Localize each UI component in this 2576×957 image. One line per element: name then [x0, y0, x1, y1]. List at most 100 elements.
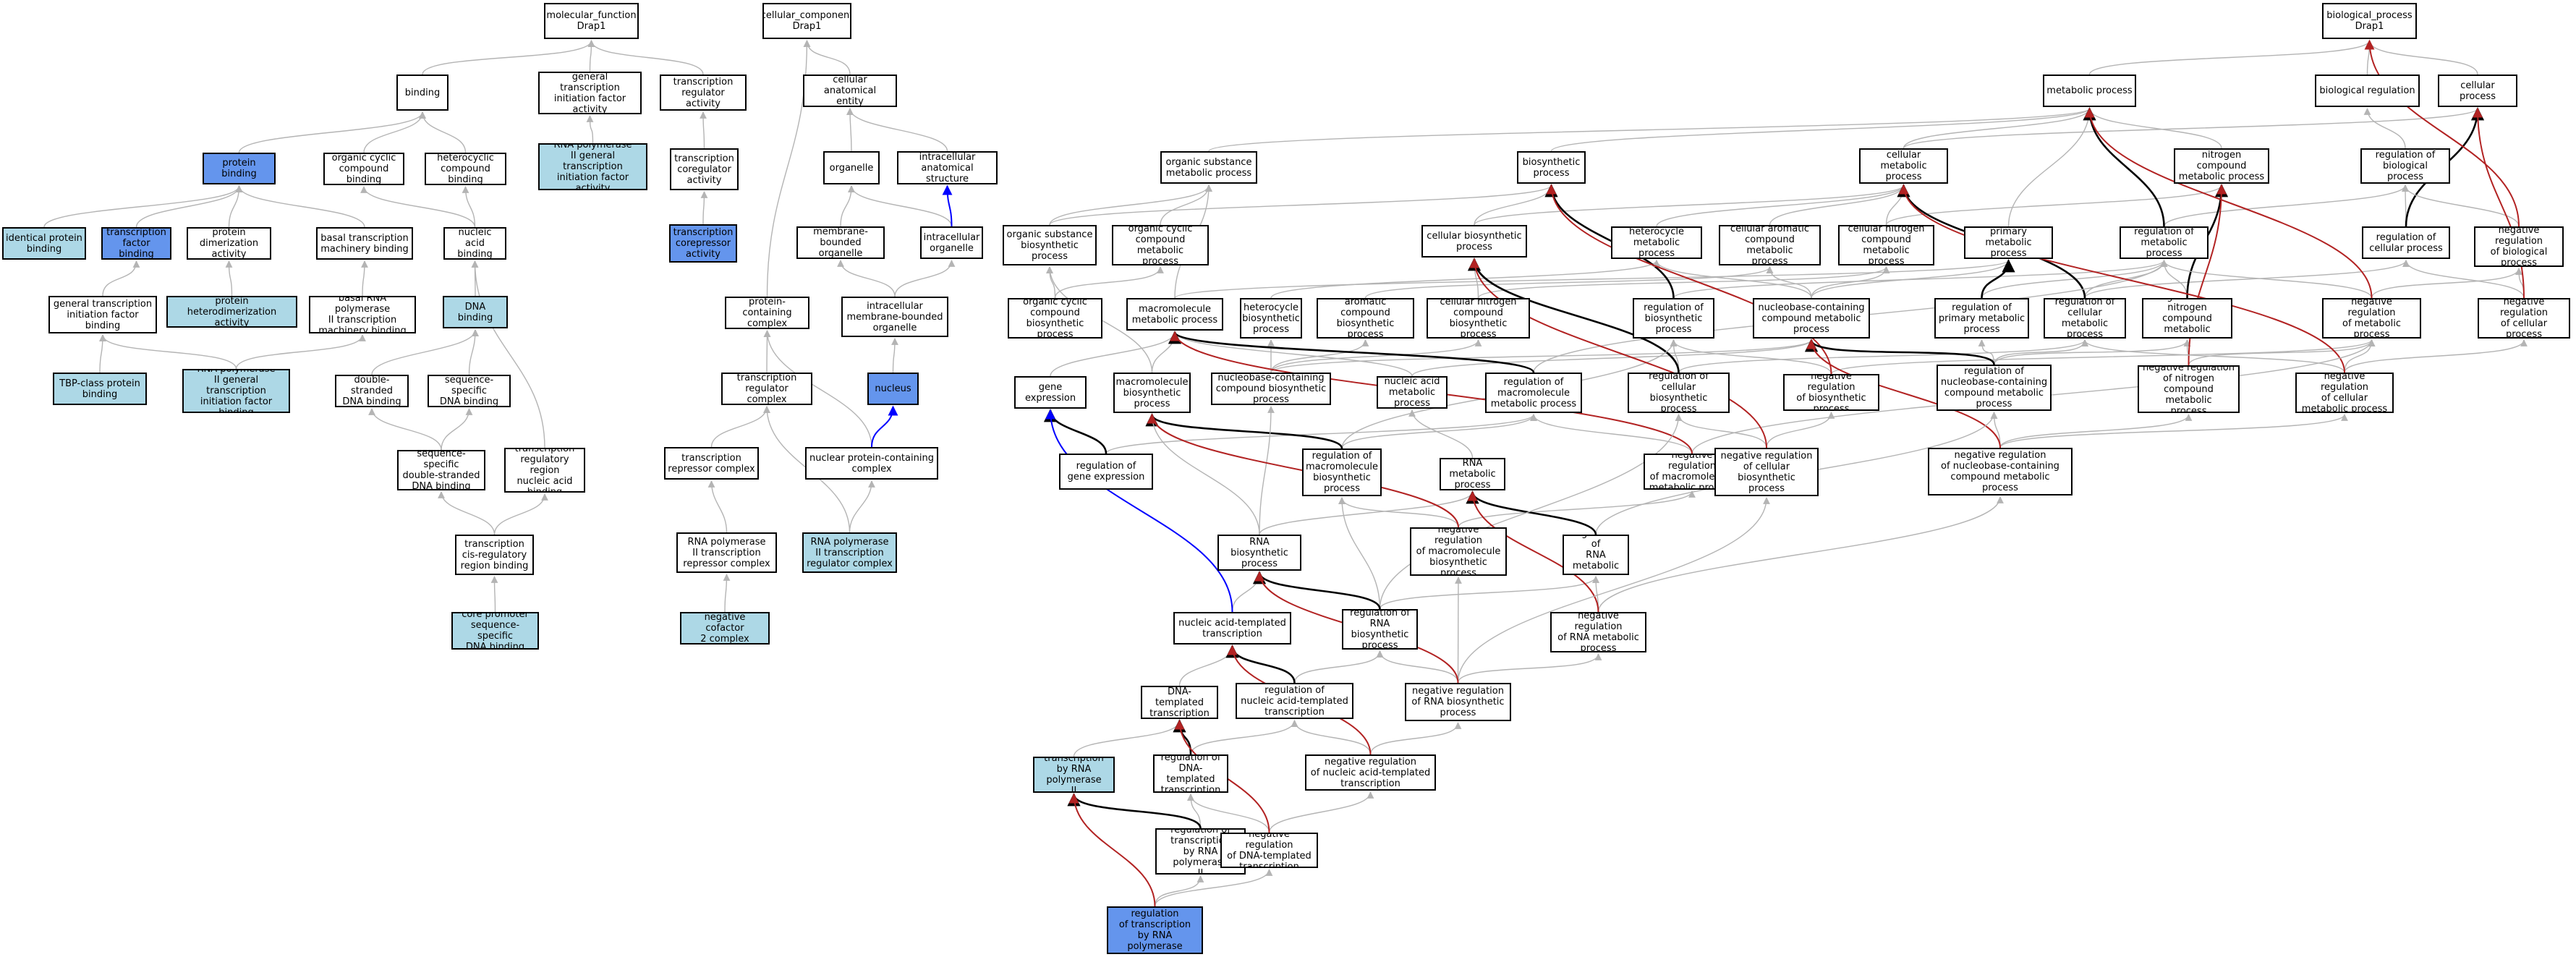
edge-is_a-cellmet-to-metab [1903, 108, 2093, 149]
term-node-acbp: aromatic compound biosynthetic process [1317, 298, 1414, 339]
term-node-negregnatt: negative regulation of nucleic acid-temp… [1305, 754, 1436, 791]
term-node-regcellbiosyn: regulation of cellular biosynthetic proc… [1628, 373, 1730, 413]
term-node-cae: cellular anatomical entity [803, 75, 897, 107]
term-node-macromet: macromolecule metabolic process [1126, 298, 1223, 331]
term-node-regbp: regulation of biological process [2360, 148, 2450, 184]
edge-is_a-brnap2-to-btmb [361, 260, 368, 297]
edge-is_a-regnbcmp-to-regprimmet [1978, 339, 1995, 365]
edge-is_a-regbp-to-bioreg [2363, 108, 2406, 149]
edge-is_a-negregmacrobiosyn-to-regmacrobiosyn [1338, 497, 1459, 528]
term-node-negregcp: negative regulation of cellular process [2478, 298, 2570, 339]
edge-is_a-rnabiosyn-to-rnamet [1259, 491, 1476, 535]
edge-is_a-negregtrnap2-to-regtrnap2 [1154, 875, 1204, 907]
term-node-protheterodim: protein heterodimerization activity [166, 296, 297, 328]
edge-is_a-tcisrb-to-trrnab [493, 493, 548, 535]
term-node-dnatt: DNA-templated transcription [1141, 686, 1218, 719]
edge-is_a-primmet-to-metab [2007, 108, 2093, 227]
term-node-idprot: identical protein binding [2, 227, 86, 260]
term-node-protdim: protein dimerization activity [187, 227, 271, 260]
term-node-negregrnamet: negative regulation of RNA metabolic pro… [1550, 612, 1646, 652]
term-node-cellproc: cellular process [2438, 75, 2517, 107]
term-node-trc: transcription regulator complex [721, 373, 812, 405]
term-node-regmacromet: regulation of macromolecule metabolic pr… [1485, 373, 1582, 413]
term-node-hcb: heterocyclic compound binding [425, 153, 506, 185]
term-node-tcorep: transcription corepressor activity [669, 224, 737, 263]
term-node-nbcmp: nucleobase-containing compound metabolic… [1753, 298, 1870, 339]
edge-is_a-regprimmet-to-regmet [1981, 260, 2168, 299]
edge-is_a-hcb-to-binding [419, 111, 467, 153]
edge-is_a-regmet-to-regbp [2163, 184, 2409, 227]
term-node-ncmp: nitrogen compound metabolic process [2174, 148, 2269, 184]
term-node-regmet: regulation of metabolic process [2120, 226, 2209, 259]
edge-regulates-regmacromet-to-macromet [1168, 331, 1535, 373]
term-node-dsdna: double-stranded DNA binding [335, 375, 409, 407]
edge-is_a-nbcmp-to-cacmp [1766, 266, 1812, 299]
edge-is_a-negregcellbiosyn-to-negregbiosyn [1766, 412, 1835, 448]
term-node-nab: nucleic acid binding [443, 227, 506, 260]
edge-is_a-regge-to-regmacromet [1105, 414, 1537, 454]
term-node-negregnbcmp: negative regulation of nucleobase-contai… [1928, 448, 2073, 495]
edge-is_a-nab-to-occb [360, 186, 476, 228]
edge-is_a-nucleus-to-imbo [891, 338, 898, 373]
term-node-cpssdna: core promoter sequence-specific DNA bind… [451, 612, 539, 650]
edge-is_a-negregbiosyn-to-negregmet [1830, 339, 2376, 375]
term-node-regcp: regulation of cellular process [2362, 226, 2450, 259]
term-node-cncmp: cellular nitrogen compound metabolic pro… [1838, 225, 1934, 265]
edge-is_a-negregnbcmp-to-negregcellmet [1999, 414, 2348, 448]
edge-is_a-tcorep-to-tcoreg [700, 191, 708, 225]
term-node-rnap2gtifb: RNA polymerase II general transcription … [182, 369, 290, 413]
edge-is_a-rnabiosyn-to-nbcbp [1259, 406, 1275, 535]
term-node-cncbp: cellular nitrogen compound biosynthetic … [1427, 298, 1530, 339]
edge-is_a-cellmet-to-cellproc [1903, 108, 2481, 149]
term-node-regdnatt: regulation of DNA-templated transcriptio… [1153, 754, 1228, 793]
edge-is_a-tcoreg-to-tra [700, 111, 707, 149]
edge-is_a-io-to-organelle [848, 185, 953, 227]
edge-is_a-negregrnamet-to-negregnbcmp [1597, 496, 2004, 613]
term-node-regprimmet: regulation of primary metabolic process [1934, 298, 2029, 339]
edge-is_a-negregmacromet-to-regmacromet [1530, 414, 1693, 454]
edge-is_a-hcmp-to-cellmet [1656, 184, 1908, 227]
term-node-cc: cellular_component Drap1 [762, 3, 851, 39]
term-node-occb: organic cyclic compound binding [323, 153, 404, 185]
edge-is_a-regnbcmp-to-regcellmet [1993, 339, 2088, 365]
edge-negatively_regulates-negregcp-to-cellproc [2473, 107, 2525, 299]
edge-is_a-regnbcmp-to-regncmp [1993, 339, 2191, 365]
edge-is_a-binding-to-mf [422, 40, 595, 75]
edge-negatively_regulates-negregmet-to-metab [2084, 107, 2373, 299]
edge-is_a-idprot-to-protbind [43, 185, 243, 228]
edge-is_a-tra-to-mf [587, 40, 704, 75]
term-node-rnap2trc: RNA polymerase II transcription represso… [676, 532, 777, 573]
term-node-regrnabiosyn: regulation of RNA biosynthetic process [1342, 609, 1418, 650]
term-node-btmb: basal transcription machinery binding [316, 227, 413, 260]
edge-is_a-negregmet-to-negregbp [2371, 268, 2522, 299]
edge-is_a-acbp-to-cacmp [1364, 266, 1774, 299]
term-node-imbo: intracellular membrane-bounded organelle [841, 297, 948, 337]
term-node-negregcellbiosyn: negative regulation of cellular biosynth… [1714, 448, 1819, 496]
term-node-ssdsdna: sequence-specific double-stranded DNA bi… [397, 450, 485, 490]
term-node-occbp: organic cyclic compound biosynthetic pro… [1008, 298, 1102, 339]
edge-is_a-dsdna-to-dnab [371, 329, 479, 375]
edge-is_a-cncbp-to-cncmp [1477, 266, 1890, 299]
edge-is_a-negregrnabiosyn-to-regrnabiosyn [1376, 650, 1459, 684]
edge-is_a-hcbp-to-hcmp [1270, 260, 1660, 299]
edge-is_a-negregcellbiosyn-to-regcellbiosyn [1675, 414, 1767, 448]
term-node-regmacrobiosyn: regulation of macromolecule biosynthetic… [1302, 448, 1382, 496]
term-node-regnatt: regulation of nucleic acid-templated tra… [1236, 683, 1353, 719]
edge-is_a-gtifb-to-tfbind [102, 260, 140, 297]
edge-is_a-rnap2gtifa-to-gtifa [586, 115, 594, 144]
edge-is_a-rnamet-to-namp [1408, 409, 1474, 459]
term-node-rnabiosyn: RNA biosynthetic process [1217, 535, 1301, 571]
edge-is_a-protheterodim-to-protdim [225, 260, 233, 297]
edge-is_a-regrnabiosyn-to-regcellbiosyn [1379, 414, 1683, 610]
term-node-tbp: TBP-class protein binding [53, 373, 147, 405]
edge-regulates-regnbcmp-to-nbcmp [1805, 339, 1995, 365]
term-node-negregbiosyn: negative regulation of biosynthetic proc… [1783, 374, 1879, 411]
term-node-trrnab: transcription regulatory region nucleic … [504, 448, 585, 493]
edge-is_a-namp-to-macromet [1171, 331, 1413, 377]
term-node-hcmp: heterocycle metabolic process [1611, 226, 1702, 259]
term-node-io: intracellular organelle [920, 226, 983, 259]
term-node-nucleus: nucleus [867, 373, 919, 405]
term-node-negregbp: negative regulation of biological proces… [2474, 226, 2564, 267]
term-node-negregtrnap2: negative regulation of transcription by … [1107, 906, 1203, 954]
term-node-regnbcmp: regulation of nucleobase-containing comp… [1937, 365, 2052, 411]
